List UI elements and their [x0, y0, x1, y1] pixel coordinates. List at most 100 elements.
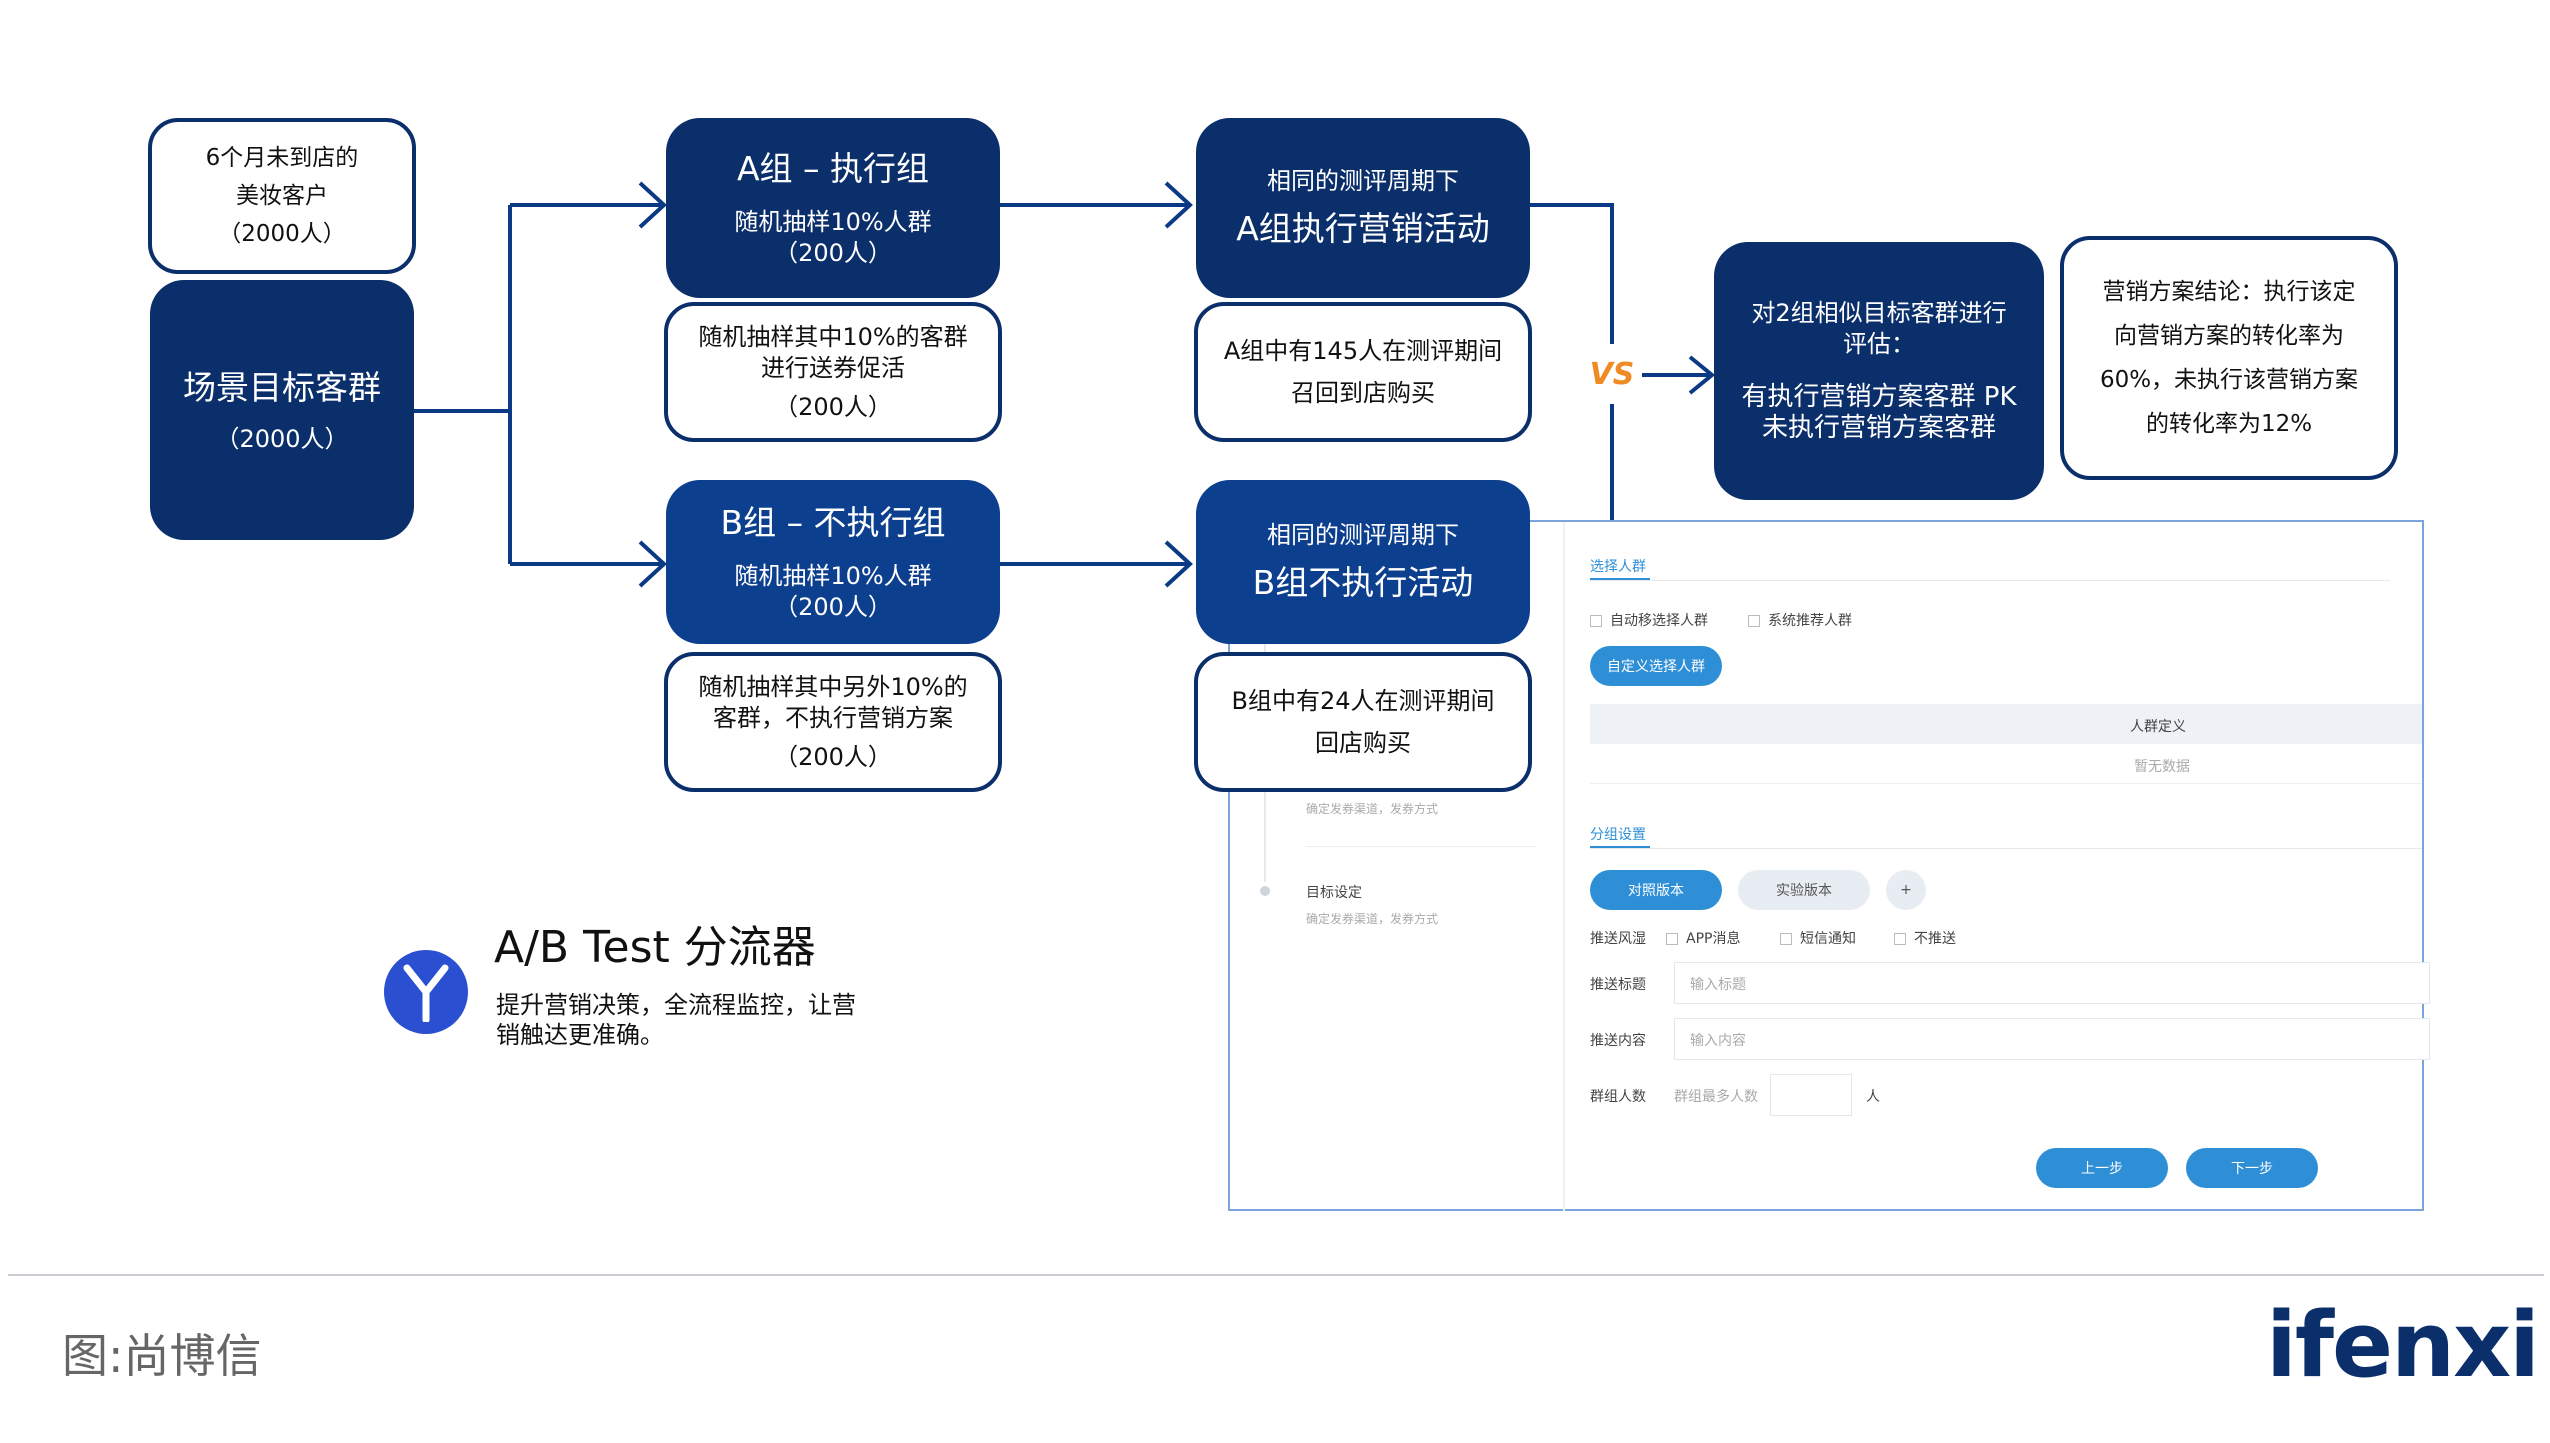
target-segment-box: 场景目标客群 （2000人） — [150, 280, 414, 540]
arrowhead-vs-compare — [1688, 355, 1716, 395]
customer-line-1: 6个月未到店的 — [205, 145, 359, 171]
period-b-box: 相同的测评周期下 B组不执行活动 — [1196, 480, 1530, 644]
group-b-sub: 随机抽样10%人群 — [734, 562, 932, 590]
group-b-title: B组 – 不执行组 — [720, 503, 946, 542]
period-a-line-1: 相同的测评周期下 — [1267, 166, 1459, 195]
compare-line-2: 评估： — [1843, 330, 1915, 358]
conclusion-line-4: 的转化率为12% — [2145, 411, 2313, 437]
segment-title: 场景目标客群 — [183, 367, 381, 407]
ui-tab-rule — [1590, 580, 2390, 581]
split-arrow-icon — [403, 964, 449, 1022]
group-a-desc-box: 随机抽样其中10%的客群 进行送券促活 （200人） — [664, 302, 1002, 442]
ui-push-channel-label: 推送风湿 — [1590, 931, 1646, 947]
arrowhead-b-period — [1164, 540, 1193, 588]
checkbox-icon — [1780, 933, 1792, 945]
product-tagline-1: 提升营销决策，全流程监控，让营 — [496, 991, 856, 1019]
group-b-desc-line-2: 客群，不执行营销方案 — [713, 703, 953, 732]
ui-sidebar-item-target[interactable]: 目标设定 — [1306, 885, 1362, 901]
ui-tab-rule-2 — [1590, 848, 2422, 849]
ui-custom-select-button[interactable]: 自定义选择人群 — [1590, 646, 1722, 686]
result-b-box: B组中有24人在测评期间 回店购买 — [1194, 652, 1532, 792]
group-a-title: A组 – 执行组 — [736, 149, 930, 188]
ui-no-push-label: 不推送 — [1914, 931, 1956, 947]
compare-line-4: 未执行营销方案客群 — [1761, 413, 1996, 443]
ui-push-title-label: 推送标题 — [1590, 977, 1646, 993]
customer-line-2: 美妆客户 — [236, 183, 328, 209]
vs-icon: VS — [1584, 344, 1640, 404]
ui-system-recommend-label: 系统推荐人群 — [1768, 613, 1852, 629]
conclusion-line-2: 向营销方案的转化率为 — [2114, 323, 2344, 349]
ab-splitter-logo-icon — [384, 950, 468, 1034]
ui-select-crowd-tab[interactable]: 选择人群 — [1590, 559, 1646, 575]
group-a-count: （200人） — [774, 239, 892, 267]
conclusion-box: 营销方案结论：执行该定 向营销方案的转化率为 60%，未执行该营销方案 的转化率… — [2060, 236, 2398, 480]
ui-sms-option[interactable]: 短信通知 — [1780, 928, 1856, 948]
ui-group-count-input[interactable] — [1770, 1074, 1852, 1116]
ui-sidebar-sub-1: 确定发券渠道，发券方式 — [1306, 802, 1439, 816]
ui-screenshot-panel: 确定发券渠道，发券方式 目标设定 确定发券渠道，发券方式 选择人群 自动移选择人… — [1228, 520, 2430, 1211]
ui-add-version-button[interactable]: + — [1886, 870, 1926, 910]
group-b-desc-line-1: 随机抽样其中另外10%的 — [698, 672, 968, 701]
checkbox-icon — [1590, 615, 1602, 627]
ui-person-unit: 人 — [1866, 1089, 1880, 1105]
checkbox-icon — [1666, 933, 1678, 945]
compare-line-3: 有执行营销方案客群 PK — [1741, 382, 2017, 412]
footer-divider — [8, 1274, 2544, 1276]
ui-sidebar-sub-2: 确定发券渠道，发券方式 — [1306, 912, 1439, 926]
group-a-desc-line-1: 随机抽样其中10%的客群 — [698, 322, 968, 351]
ui-auto-select-label: 自动移选择人群 — [1610, 613, 1708, 629]
group-b-box: B组 – 不执行组 随机抽样10%人群 （200人） — [666, 480, 1000, 644]
checkbox-icon — [1894, 933, 1906, 945]
ui-sidebar-dot — [1260, 886, 1270, 896]
ui-app-message-label: APP消息 — [1686, 931, 1741, 947]
group-a-desc-count: （200人） — [774, 392, 892, 421]
group-b-desc-count: （200人） — [774, 742, 892, 771]
ui-crowd-definition-header: 人群定义 — [2130, 719, 2186, 735]
customer-line-3: （2000人） — [218, 221, 346, 247]
product-tagline-2: 销触达更准确。 — [496, 1021, 664, 1049]
image-source: 图:尚博信 — [62, 1329, 262, 1383]
ui-push-content-input[interactable] — [1674, 1018, 2430, 1060]
conclusion-line-1: 营销方案结论：执行该定 — [2102, 279, 2356, 305]
ui-tab-underline-2 — [1590, 846, 1650, 848]
ui-group-count-label: 群组人数 — [1590, 1089, 1646, 1105]
ui-push-title-input[interactable] — [1674, 962, 2430, 1004]
ui-sms-label: 短信通知 — [1800, 931, 1856, 947]
ui-table-header — [1590, 704, 2422, 744]
period-b-line-1: 相同的测评周期下 — [1267, 520, 1459, 549]
result-b-line-1: B组中有24人在测评期间 — [1231, 687, 1495, 715]
ui-app-message-option[interactable]: APP消息 — [1666, 928, 1740, 948]
ui-group-settings-tab[interactable]: 分组设置 — [1590, 827, 1646, 843]
ui-no-push-option[interactable]: 不推送 — [1894, 928, 1956, 948]
ui-system-recommend-option[interactable]: 系统推荐人群 — [1748, 610, 1852, 630]
vs-label: VS — [1589, 356, 1635, 392]
result-a-box: A组中有145人在测评期间 召回到店购买 — [1194, 302, 1532, 442]
ui-push-title-placeholder: 输入标题 — [1690, 977, 1746, 993]
ui-push-content-placeholder: 输入内容 — [1690, 1033, 1746, 1049]
connector-period-a-to-vs — [1530, 203, 1614, 348]
arrowhead-to-b — [638, 540, 667, 588]
result-a-line-2: 召回到店购买 — [1291, 379, 1435, 407]
group-a-desc-line-2: 进行送券促活 — [761, 353, 905, 382]
ui-push-content-label: 推送内容 — [1590, 1033, 1646, 1049]
customer-base-box: 6个月未到店的 美妆客户 （2000人） — [148, 118, 416, 274]
result-b-line-2: 回店购买 — [1315, 729, 1411, 757]
ui-experiment-version-button[interactable]: 实验版本 — [1738, 870, 1870, 910]
group-b-count: （200人） — [774, 593, 892, 621]
ui-next-button[interactable]: 下一步 — [2186, 1148, 2318, 1188]
period-a-line-2: A组执行营销活动 — [1236, 208, 1490, 248]
ui-sidebar-divider — [1563, 522, 1565, 1211]
ui-control-version-button[interactable]: 对照版本 — [1590, 870, 1722, 910]
result-a-line-1: A组中有145人在测评期间 — [1223, 337, 1503, 365]
group-a-box: A组 – 执行组 随机抽样10%人群 （200人） — [666, 118, 1000, 298]
period-b-line-2: B组不执行活动 — [1252, 562, 1474, 602]
ui-prev-button[interactable]: 上一步 — [2036, 1148, 2168, 1188]
compare-box: 对2组相似目标客群进行 评估： 有执行营销方案客群 PK 未执行营销方案客群 — [1714, 242, 2044, 500]
ui-no-data: 暂无数据 — [2134, 759, 2190, 775]
arrowhead-a-period — [1164, 181, 1193, 229]
ui-auto-select-option[interactable]: 自动移选择人群 — [1590, 610, 1708, 630]
ui-group-count-placeholder: 群组最多人数 — [1674, 1089, 1758, 1105]
group-a-sub: 随机抽样10%人群 — [734, 208, 932, 236]
conclusion-line-3: 60%，未执行该营销方案 — [2099, 367, 2359, 393]
period-a-box: 相同的测评周期下 A组执行营销活动 — [1196, 118, 1530, 298]
